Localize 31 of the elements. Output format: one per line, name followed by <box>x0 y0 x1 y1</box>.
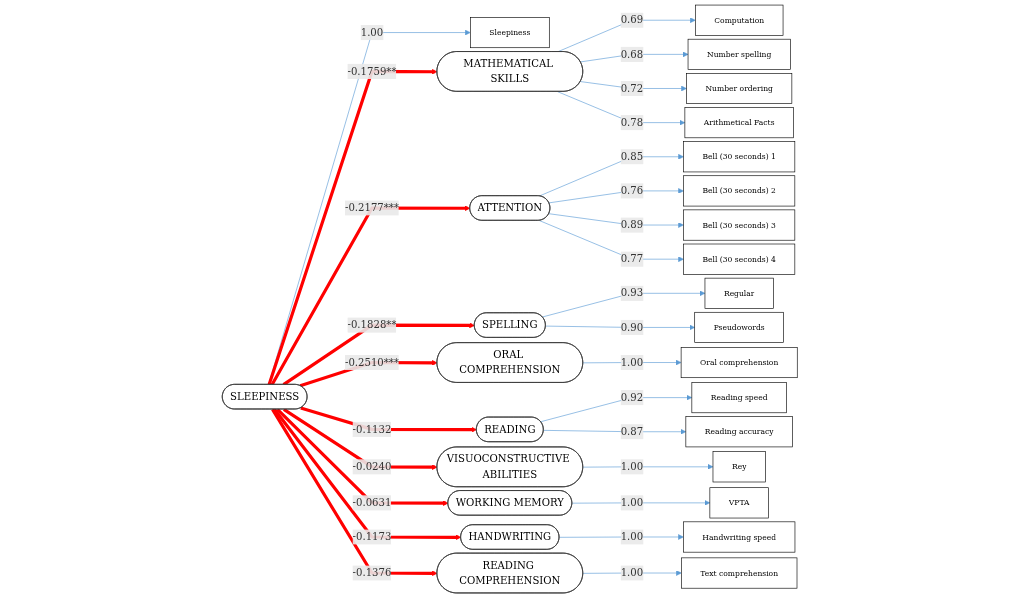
edge-label: -0.2177*** <box>345 201 400 214</box>
edge-label: 1.00 <box>620 496 644 509</box>
edge-label: 0.77 <box>620 252 644 265</box>
edge-label: -0.1759** <box>347 65 397 78</box>
edge-label: -0.0240 <box>352 460 392 473</box>
edge-label: 0.69 <box>620 13 644 26</box>
edge-label: 1.00 <box>620 356 644 369</box>
edge-label: 1.00 <box>620 460 644 473</box>
edge-label: 0.93 <box>620 286 644 299</box>
edge-label: 0.68 <box>620 48 644 61</box>
edge-label: 0.92 <box>620 391 644 404</box>
edge-label: 0.89 <box>620 218 644 231</box>
edge-label: 1.00 <box>360 26 384 39</box>
edge-label: 0.87 <box>620 425 644 438</box>
edge-label: 0.76 <box>620 184 644 197</box>
edge-label: -0.0631 <box>352 496 392 509</box>
edge-label: -0.1132 <box>352 423 392 436</box>
edge-label: 0.85 <box>620 150 644 163</box>
arrow <box>276 408 449 506</box>
edge-label: -0.1173 <box>352 530 392 543</box>
edge-label: -0.1828** <box>347 318 397 331</box>
arrow <box>271 408 438 577</box>
arrow <box>283 408 438 470</box>
arrow <box>273 408 462 541</box>
edge-label: 0.78 <box>620 116 644 129</box>
edge-label: -0.1376 <box>352 566 392 579</box>
edge-label: 1.00 <box>620 566 644 579</box>
edge-label: 0.72 <box>620 82 644 95</box>
edge-label: -0.2510*** <box>345 356 400 369</box>
edge-label: 1.00 <box>620 530 644 543</box>
edge-label: 0.90 <box>620 321 644 334</box>
